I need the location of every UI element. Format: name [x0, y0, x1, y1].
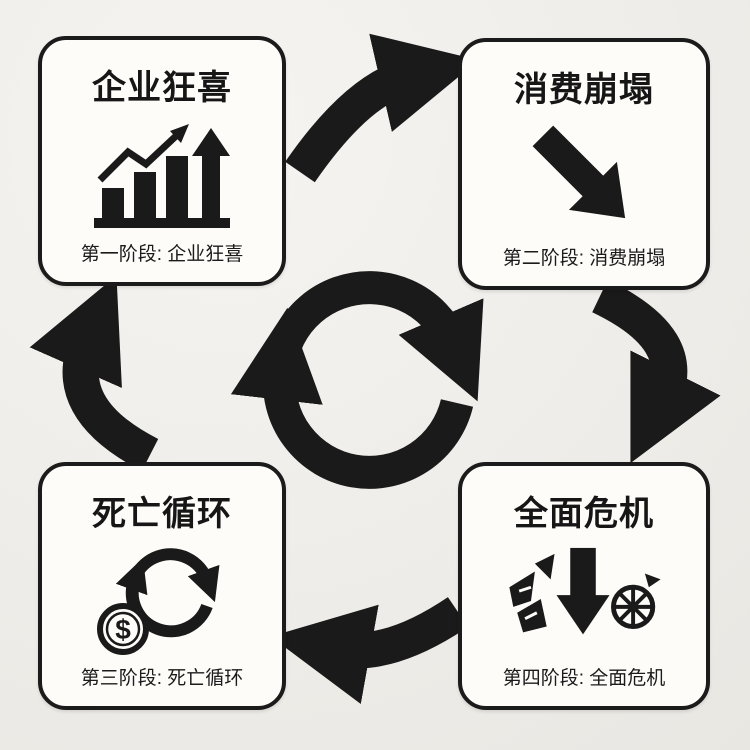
stage-card-4: 全面危机 第四阶段: 全面危机 — [458, 462, 710, 710]
stage-title: 企业狂喜 — [92, 69, 232, 107]
stage-caption: 第二阶段: 消费崩塌 — [502, 248, 666, 269]
money-cycle-icon: $ — [87, 535, 237, 663]
stage-caption: 第一阶段: 企业狂喜 — [80, 244, 244, 265]
center-cycle-lower-arc — [230, 307, 474, 489]
dollar-sign: $ — [115, 614, 131, 645]
arrow-top — [285, 33, 479, 183]
stage-caption: 第三阶段: 死亡循环 — [80, 668, 244, 689]
arrow-right — [591, 279, 721, 464]
arrow-bottom — [270, 596, 469, 704]
shattered-collapse-icon — [505, 535, 663, 663]
arrow-left — [29, 275, 159, 472]
stage-card-1: 企业狂喜 第一阶段: 企业狂喜 — [38, 36, 286, 286]
stage-title: 全面危机 — [514, 495, 654, 533]
stage-title: 死亡循环 — [92, 495, 232, 533]
down-right-arrow-icon — [521, 111, 647, 243]
center-cycle-upper-arc — [262, 271, 484, 408]
stage-caption: 第四阶段: 全面危机 — [502, 668, 666, 689]
stage-title: 消费崩塌 — [514, 71, 654, 109]
bar-chart-growth-icon — [91, 109, 233, 239]
stage-card-2: 消费崩塌 第二阶段: 消费崩塌 — [458, 38, 710, 290]
stage-card-3: 死亡循环 $ 第三阶段: 死亡循环 — [38, 462, 286, 710]
